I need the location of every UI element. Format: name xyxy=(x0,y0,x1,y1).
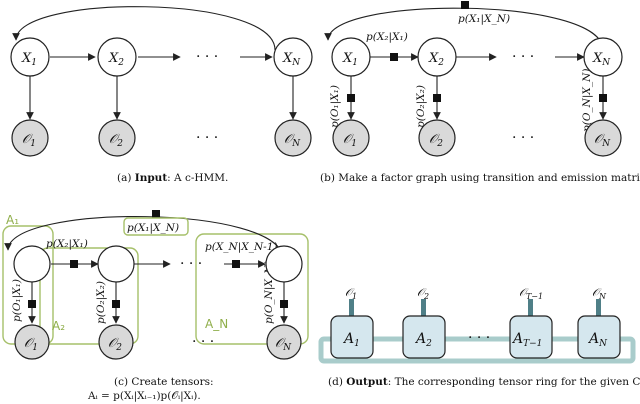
tensor-group-top xyxy=(123,217,189,236)
factor-label-emission-1: p(O₁|X₁) xyxy=(11,279,24,322)
observation-node-o2: 𝒪2 xyxy=(98,119,136,157)
ellipsis: · · · xyxy=(180,256,202,272)
cycle-edge xyxy=(4,216,284,260)
state-node-x2: X2 xyxy=(417,37,457,77)
observation-label-1: 𝒪1 xyxy=(345,286,357,301)
svg-text:X2: X2 xyxy=(108,51,124,68)
observation-node-on: 𝒪N xyxy=(584,119,622,157)
factor-label-transition: p(X₂|X₁) xyxy=(366,31,408,44)
observation-node-on: 𝒪N xyxy=(274,119,312,157)
caption-b: (b) Make a factor graph using transition… xyxy=(320,172,640,184)
state-node-xn: XN xyxy=(583,37,623,77)
observation-label-n: 𝒪N xyxy=(592,286,607,301)
physical-index-leg xyxy=(349,299,354,316)
factor-square xyxy=(461,1,469,9)
factor-label-transition-1: p(X₂|X₁) xyxy=(46,238,88,251)
caption-c-line1: (c) Create tensors: xyxy=(114,376,214,388)
observation-node-on: 𝒪N xyxy=(266,324,302,360)
panel-d: A1 A2 · · · AT−1 AN 𝒪1 𝒪2 𝒪T−1 𝒪N (d) Ou… xyxy=(318,286,640,388)
panel-a: X1 X2 · · · XN 𝒪1 𝒪2 · · · 𝒪N (a) Input:… xyxy=(10,6,313,184)
factor-square xyxy=(28,300,36,308)
observation-node-o2: 𝒪2 xyxy=(98,324,134,360)
factor-label-emission-2: p(O₂|X₂) xyxy=(415,85,428,128)
panel-c: A₁ A₂ A_N p(X₁|X_N) p(X₂|X₁) · · · p(X_N… xyxy=(2,210,309,403)
tensor-label-a1: A₁ xyxy=(6,213,19,227)
svg-text:X2: X2 xyxy=(428,51,444,68)
svg-text:X1: X1 xyxy=(21,51,37,68)
tensor-group-an xyxy=(195,233,309,345)
physical-index-leg xyxy=(421,299,426,316)
observation-node-o2: 𝒪2 xyxy=(418,119,456,157)
tensor-group-a2 xyxy=(39,247,139,345)
state-node-x2: X2 xyxy=(97,37,137,77)
factor-label-top: p(X₁|X_N) xyxy=(458,13,510,26)
factor-square xyxy=(390,53,398,61)
observation-node-o1: 𝒪1 xyxy=(332,119,370,157)
factor-square xyxy=(152,210,160,218)
factor-square xyxy=(599,94,607,102)
factor-square xyxy=(433,94,441,102)
factor-square xyxy=(112,300,120,308)
ellipsis: · · · xyxy=(196,130,218,146)
state-node-x1 xyxy=(13,245,51,283)
factor-label-top: p(X₁|X_N) xyxy=(127,222,179,235)
physical-index-leg xyxy=(596,299,601,316)
factor-label-emission-n: p(O_N|X_N) xyxy=(581,69,594,132)
tensor-core-at-1: AT−1 xyxy=(509,315,553,359)
svg-text:XN: XN xyxy=(282,51,301,68)
caption-c-line2: Aᵢ = p(Xᵢ|Xᵢ₋₁)p(𝒪ᵢ|Xᵢ). xyxy=(87,390,201,403)
caption-a: (a) Input: A c-HMM. xyxy=(117,172,228,184)
cycle-edge xyxy=(12,6,276,51)
ellipsis: · · · xyxy=(468,330,490,346)
factor-square xyxy=(347,94,355,102)
observation-label-t-1: 𝒪T−1 xyxy=(519,286,543,301)
state-node-x2 xyxy=(97,245,135,283)
svg-text:AN: AN xyxy=(587,331,608,349)
factor-label-transition-n: p(X_N|X_N-1) xyxy=(205,241,278,254)
caption-d: (d) Output: The corresponding tensor rin… xyxy=(328,376,640,388)
factor-label-emission-2: p(O₂|X₂) xyxy=(95,281,108,324)
svg-text:A1: A1 xyxy=(342,331,360,349)
factor-label-emission-1: p(O₁|X₁) xyxy=(329,85,342,128)
state-node-x1: X1 xyxy=(331,37,371,77)
tensor-label-an: A_N xyxy=(205,317,228,331)
ellipsis: · · · xyxy=(512,130,534,146)
svg-text:A2: A2 xyxy=(414,331,432,349)
svg-text:AT−1: AT−1 xyxy=(511,331,542,349)
state-node-xn xyxy=(265,245,303,283)
svg-text:XN: XN xyxy=(592,51,611,68)
observation-label-2: 𝒪2 xyxy=(417,286,429,301)
svg-text:X1: X1 xyxy=(342,51,358,68)
ellipsis: · · · xyxy=(512,49,534,65)
observation-node-o1: 𝒪1 xyxy=(11,119,49,157)
state-node-xn: XN xyxy=(273,37,313,77)
tensor-ring xyxy=(318,336,636,364)
physical-index-leg xyxy=(528,299,533,316)
panel-b: p(X₁|X_N) p(X₂|X₁) p(O₁|X₁) p(O₂|X₂) p(O… xyxy=(320,1,640,184)
state-node-x1: X1 xyxy=(10,37,50,77)
tensor-label-a2: A₂ xyxy=(52,319,65,333)
factor-square xyxy=(70,260,78,268)
ellipsis: · · · xyxy=(192,334,214,350)
tensor-core-a2: A2 xyxy=(402,315,446,359)
factor-square xyxy=(280,300,288,308)
ellipsis: · · · xyxy=(196,49,218,65)
factor-square xyxy=(232,260,240,268)
observation-node-o1: 𝒪1 xyxy=(14,324,50,360)
tensor-core-a1: A1 xyxy=(330,315,374,359)
tensor-core-an: AN xyxy=(577,315,621,359)
